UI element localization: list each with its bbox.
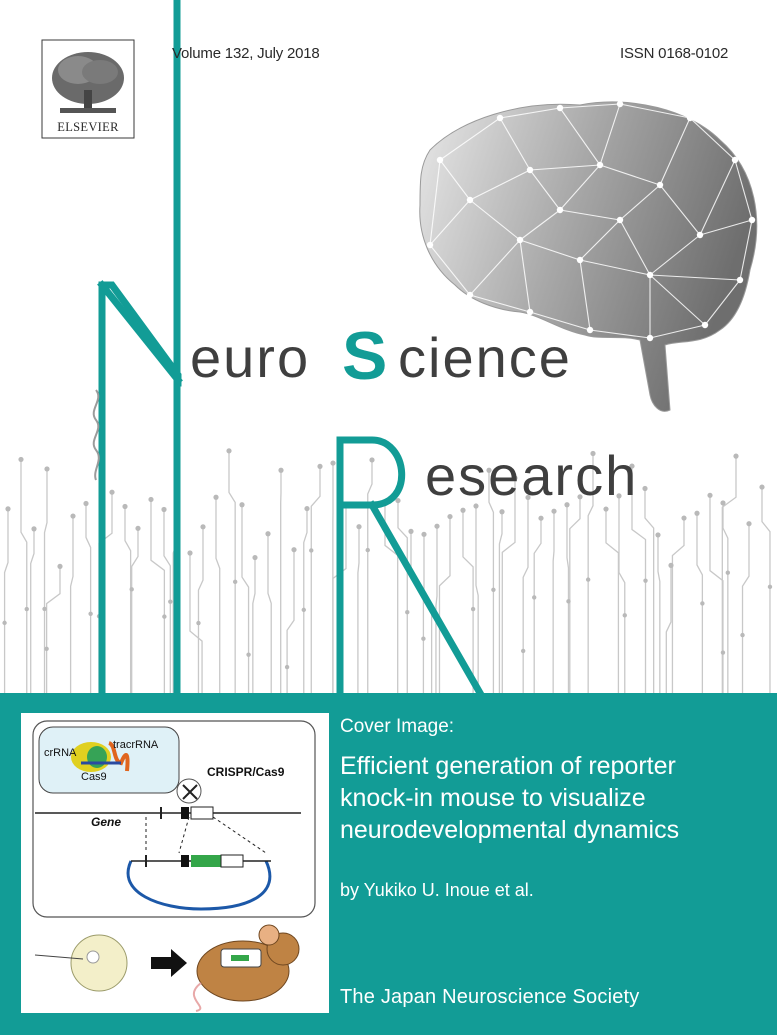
tracrrna-label: tracrRNA <box>113 739 159 751</box>
cover-title-line: knock-in mouse to visualize <box>340 784 646 812</box>
elsevier-logo <box>41 39 135 139</box>
circuit-nodes <box>2 448 773 670</box>
cas9-label: Cas9 <box>81 771 107 783</box>
cover-title-line: neurodevelopmental dynamics <box>340 816 680 844</box>
cover-title-line: Efficient generation of reporter <box>340 752 676 780</box>
crrna-label: crRNA <box>44 747 77 759</box>
society-name: The Japan Neuroscience Society <box>340 986 640 1008</box>
circuit-traces <box>3 450 771 693</box>
title-accent-s: S <box>342 318 390 394</box>
title-esearch: esearch <box>425 444 639 507</box>
crispr-diagram <box>32 720 316 1012</box>
title-lines <box>97 0 485 698</box>
gene-label: Gene <box>91 815 122 829</box>
crispr-label: CRISPR/Cas9 <box>207 765 285 779</box>
cover-figure: crRNA tracrRNA Cas9 CRISPR/Cas9 Gene <box>21 713 329 1013</box>
issn: ISSN 0168-0102 <box>620 45 729 62</box>
cover-authors: by Yukiko U. Inoue et al. <box>340 880 534 900</box>
cover-image-label: Cover Image: <box>340 716 455 737</box>
title-cience: cience <box>398 326 572 389</box>
brain-illustration <box>419 100 758 412</box>
volume-info: Volume 132, July 2018 <box>172 45 320 62</box>
publisher-name: ELSEVIER <box>57 120 119 134</box>
cover-article-title: Efficient generation of reporter knock-i… <box>340 750 760 846</box>
title-euro: euro <box>190 326 311 389</box>
